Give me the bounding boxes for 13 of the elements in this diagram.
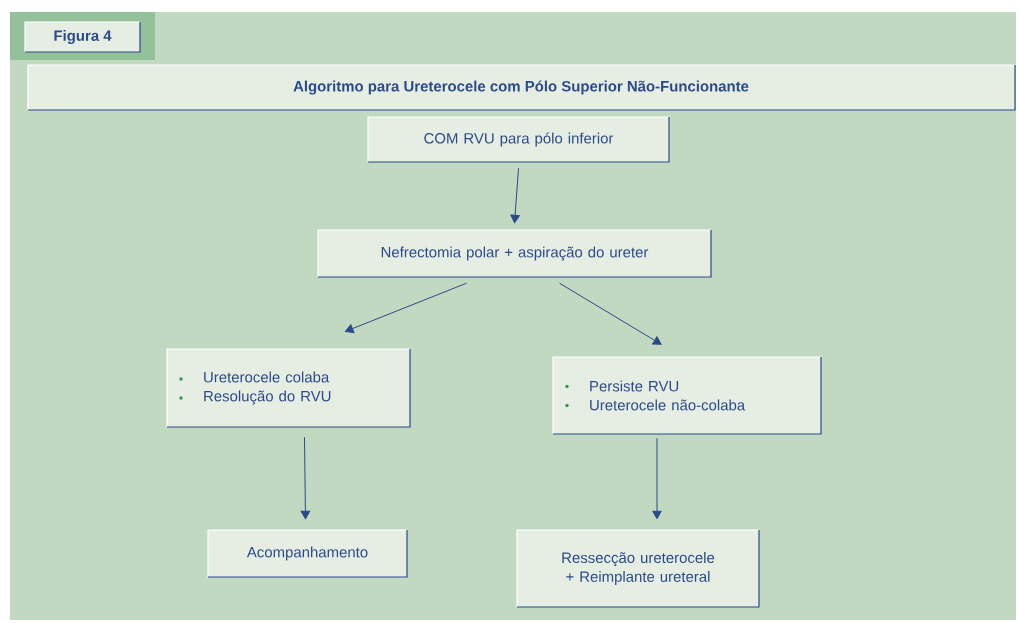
figure-tab: Figura 4 (10, 12, 155, 60)
arrow (344, 282, 467, 334)
arrow (510, 167, 520, 224)
bullet-list-box: Persiste RVU Ureterocele não-colaba (552, 356, 822, 435)
arrow (300, 436, 311, 520)
process-box: Nefrectomia polar + aspiração do ureter (317, 229, 712, 278)
process-box: COM RVU para pólo inferior (367, 116, 670, 163)
bullet-list-box: Ureterocele colaba Resolução do RVU (166, 348, 411, 428)
title-banner: Algoritmo para Ureterocele com Pólo Superior Não-Funcionante (27, 64, 1016, 111)
arrow (559, 282, 662, 345)
process-box: Acompanhamento (207, 529, 408, 578)
process-box: Ressecção ureterocele + Reimplante ureteral (516, 529, 760, 608)
arrow (652, 437, 662, 520)
